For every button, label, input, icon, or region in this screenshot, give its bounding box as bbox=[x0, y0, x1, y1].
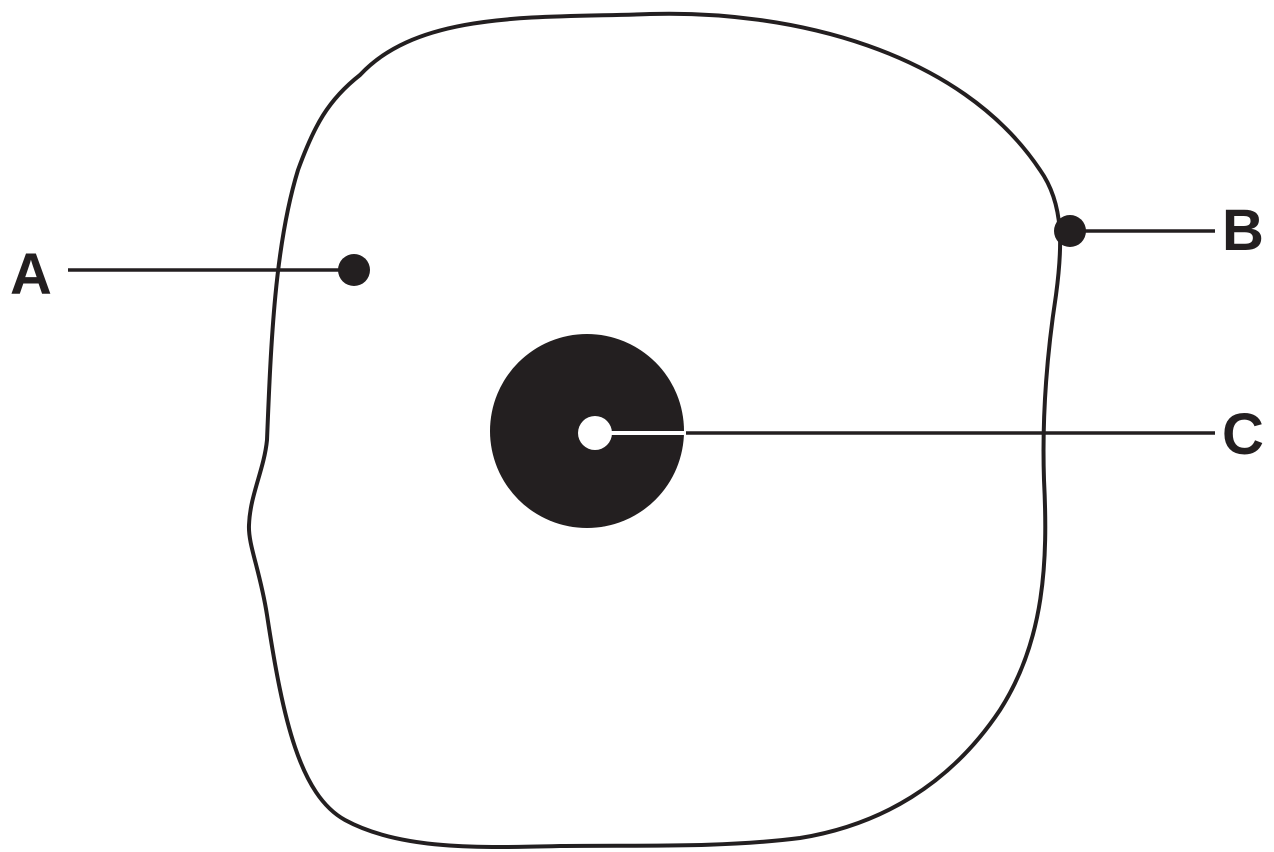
label-b: B bbox=[1222, 198, 1264, 263]
pointer-dot-b bbox=[1054, 215, 1086, 247]
label-a: A bbox=[10, 242, 52, 307]
label-c: C bbox=[1222, 402, 1264, 467]
pointer-dot-a bbox=[338, 254, 370, 286]
